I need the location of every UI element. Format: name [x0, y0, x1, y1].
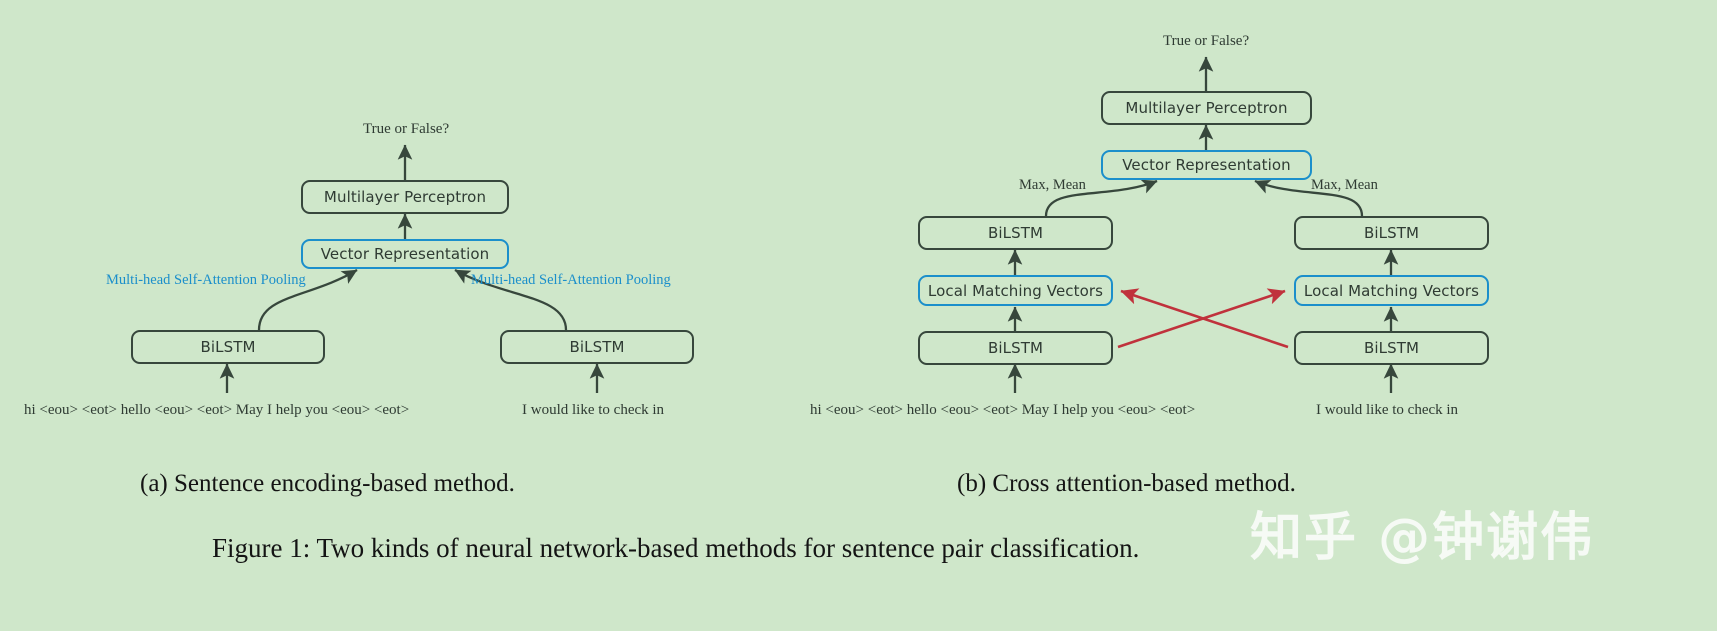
panel-b-local-matching-right-node[interactable]: Local Matching Vectors: [1294, 275, 1489, 306]
panel-b-mlp-node[interactable]: Multilayer Perceptron: [1101, 91, 1312, 125]
panel-b-local-matching-right-label: Local Matching Vectors: [1303, 281, 1480, 300]
panel-a-output-label: True or False?: [363, 121, 450, 137]
panel-a-vector-representation-node[interactable]: Vector Representation: [301, 239, 509, 269]
panel-a-vector-representation-label: Vector Representation: [320, 245, 490, 263]
figure-caption: Figure 1: Two kinds of neural network-ba…: [212, 533, 1140, 563]
panel-b-mlp-label: Multilayer Perceptron: [1125, 99, 1288, 117]
arrow-b-cross-left-to-right: [1117, 288, 1286, 349]
watermark-text: 知乎 @钟谢伟: [1250, 508, 1595, 568]
panel-b-bilstm-upper-left-node[interactable]: BiLSTM: [918, 216, 1113, 250]
panel-b-input-right: I would like to check in: [1316, 402, 1459, 418]
panel-b-local-matching-left-label: Local Matching Vectors: [927, 281, 1104, 300]
panel-a-bilstm-right-label: BiLSTM: [569, 338, 625, 356]
panel-a-subcaption: (a) Sentence encoding-based method.: [140, 470, 515, 497]
panel-b-pool-label-left: Max, Mean: [1019, 177, 1086, 193]
panel-b-output-label: True or False?: [1163, 33, 1250, 49]
panel-b-vector-representation-node[interactable]: Vector Representation: [1101, 150, 1312, 180]
panel-a-mlp-node[interactable]: Multilayer Perceptron: [301, 180, 509, 214]
panel-a-mlp-label: Multilayer Perceptron: [323, 188, 487, 206]
panel-b-input-left: hi <eou> <eot> hello <eou> <eot> May I h…: [810, 402, 1196, 418]
panel-b-local-matching-left-node[interactable]: Local Matching Vectors: [918, 275, 1113, 306]
panel-a-bilstm-right-node[interactable]: BiLSTM: [500, 330, 694, 364]
panel-b-bilstm-upper-left-label: BiLSTM: [987, 224, 1044, 242]
arrow-a-bilstm-right-to-vector: [454, 268, 568, 331]
panel-a-input-left: hi <eou> <eot> hello <eou> <eot> May I h…: [24, 402, 410, 418]
panel-b-bilstm-upper-right-node[interactable]: BiLSTM: [1294, 216, 1489, 250]
panel-b-vector-representation-label: Vector Representation: [1122, 156, 1291, 174]
arrow-b-bilstm-upper-right-to-vector: [1254, 179, 1364, 217]
arrow-a-bilstm-left-to-vector: [257, 269, 358, 331]
panel-b-subcaption: (b) Cross attention-based method.: [957, 470, 1296, 497]
panel-b-bilstm-upper-right-label: BiLSTM: [1363, 224, 1420, 242]
panel-a-bilstm-left-node[interactable]: BiLSTM: [131, 330, 325, 364]
panel-a-input-right: I would like to check in: [522, 402, 665, 418]
panel-a-bilstm-left-label: BiLSTM: [200, 338, 256, 356]
panel-b-bilstm-lower-left-label: BiLSTM: [987, 339, 1044, 357]
panel-b-bilstm-lower-right-label: BiLSTM: [1363, 339, 1420, 357]
panel-a-pooling-label-left: Multi-head Self-Attention Pooling: [106, 272, 306, 288]
arrow-b-bilstm-upper-left-to-vector: [1044, 179, 1158, 217]
panel-b-bilstm-lower-left-node[interactable]: BiLSTM: [918, 331, 1113, 365]
panel-b-bilstm-lower-right-node[interactable]: BiLSTM: [1294, 331, 1489, 365]
panel-a-pooling-label-right: Multi-head Self-Attention Pooling: [471, 272, 671, 288]
panel-b-pool-label-right: Max, Mean: [1311, 177, 1378, 193]
